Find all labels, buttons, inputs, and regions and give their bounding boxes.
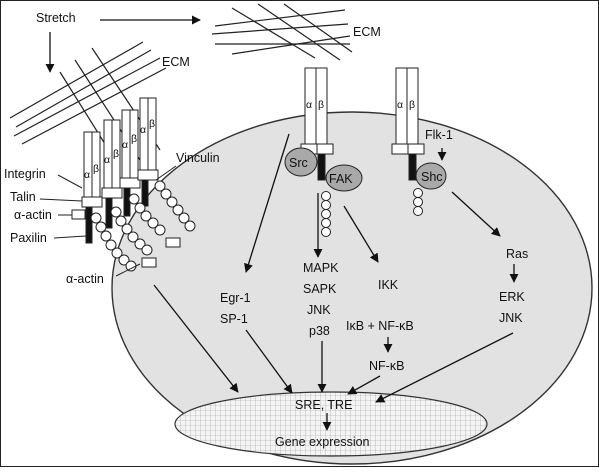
arrow-erk-to-nucleus [375, 332, 514, 403]
beta-label: β [318, 99, 324, 111]
alpha-label: α [397, 99, 403, 111]
actin-bead-chain-right [413, 188, 423, 216]
arrow-nfkb-to-nucleus [347, 375, 381, 395]
beta-label: β [93, 163, 99, 175]
mapk-label: MAPK [303, 261, 339, 275]
integrin-left-4 [137, 97, 159, 207]
stretch-label: Stretch [36, 11, 76, 25]
ikk-label: IKK [378, 278, 399, 292]
src-label: Src [289, 156, 308, 170]
arrow-to-ras [451, 191, 501, 237]
integrin-left-1 [81, 131, 103, 244]
ecm-label-right: ECM [353, 25, 381, 39]
beta-label: β [149, 118, 155, 130]
jnk-label-right: JNK [499, 311, 523, 325]
fak-protein [325, 164, 363, 192]
integrin-middle [300, 67, 334, 181]
alpha-actin-boxes [71, 209, 181, 268]
integrin-right [391, 67, 425, 181]
sapk-label: SAPK [303, 282, 337, 296]
beta-label: β [113, 148, 119, 160]
alpha-label: α [140, 124, 146, 136]
talin-label: Talin [10, 190, 36, 204]
arrow-to-egr1 [244, 133, 290, 273]
cell-membrane [111, 111, 593, 465]
erk-label: ERK [499, 290, 525, 304]
gene-expression-label: Gene expression [275, 435, 370, 449]
alpha-actin-label-top: α-actin [14, 208, 52, 222]
ikb-nfkb-label: IκB + NF-κB [346, 319, 414, 333]
actin-bead-chain-middle [321, 191, 331, 237]
p38-label: p38 [309, 324, 330, 338]
sre-tre-label: SRE, TRE [295, 398, 352, 412]
actin-bead-chains-left [90, 180, 196, 272]
vinculin-label: Vinculin [176, 151, 220, 165]
ecm-label-left: ECM [162, 55, 190, 69]
nfkb-label: NF-κB [369, 359, 404, 373]
integrin-left-2 [101, 119, 123, 229]
shc-protein [415, 162, 447, 190]
ecm-fibers-left [9, 41, 167, 169]
pointer-lines-left [39, 165, 177, 277]
alpha-label: α [122, 139, 128, 151]
flk1-label: Flk-1 [425, 128, 453, 142]
alpha-label: α [84, 169, 90, 181]
integrin-subunit-labels-left: α β α β α β α β [84, 118, 155, 181]
arrows [45, 15, 519, 431]
jnk-label-middle: JNK [307, 303, 331, 317]
integrin-label: Integrin [4, 167, 46, 181]
egr1-label: Egr-1 [220, 291, 251, 305]
src-protein [284, 147, 318, 177]
ecm-fibers-right [211, 3, 353, 61]
arrow-egr1-to-nucleus [245, 329, 293, 394]
beta-label: β [409, 99, 415, 111]
arrow-to-ikk [343, 205, 379, 263]
alpha-label: α [104, 154, 110, 166]
ras-label: Ras [506, 247, 528, 261]
alpha-label: α [306, 99, 312, 111]
arrow-cytoskeleton-to-nucleus [153, 284, 239, 393]
sp1-label: SP-1 [220, 312, 248, 326]
shc-label: Shc [421, 170, 443, 184]
fak-label: FAK [329, 172, 353, 186]
alpha-actin-label-bottom: α-actin [66, 272, 104, 286]
beta-label: β [131, 133, 137, 145]
paxilin-label: Paxilin [10, 231, 47, 245]
